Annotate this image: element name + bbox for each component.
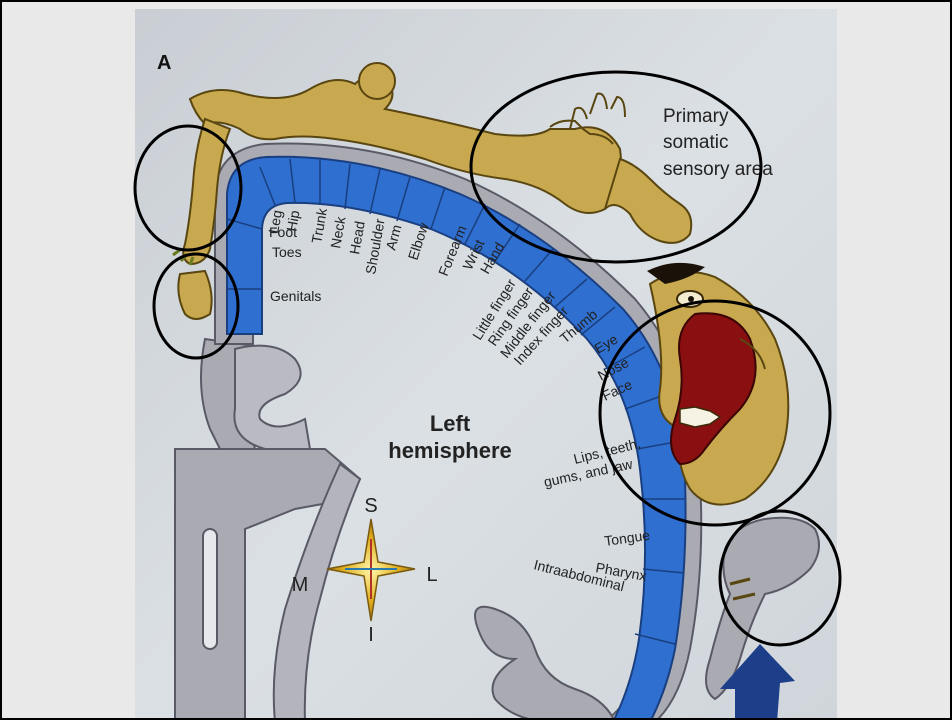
compass-lateral-label: L [426,564,437,586]
label-genitals: Genitals [270,288,321,304]
hemisphere-label-line-1: Left [430,411,471,436]
hemisphere-label-line-2: hemisphere [388,438,512,463]
title-line-3: sensory area [663,159,773,180]
label-foot: Foot [269,224,297,240]
compass-medial-label: M [292,574,309,596]
label-toes: Toes [272,244,302,260]
homunculus-figure: S I M L A Primary somatic sensory area L… [135,9,837,720]
title-line-1: Primary [663,106,729,127]
compass-superior-label: S [364,495,377,517]
title-line-2: somatic [663,132,728,153]
panel-letter: A [157,52,171,74]
compass-inferior-label: I [368,624,374,646]
figure-canvas: S I M L A Primary somatic sensory area L… [135,9,837,720]
